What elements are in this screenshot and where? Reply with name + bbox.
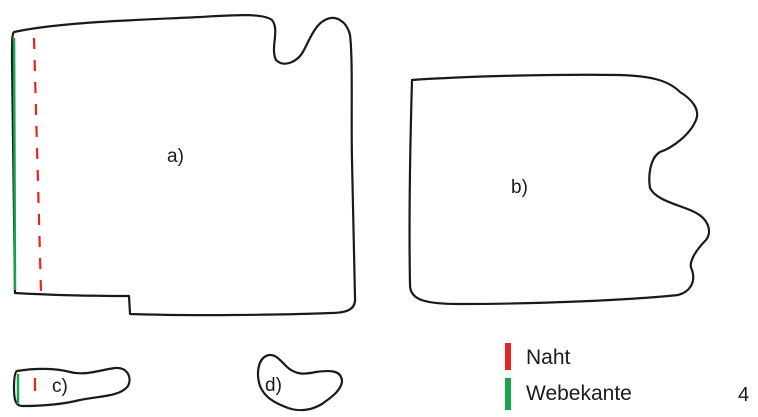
fragment-d-label: d): [265, 375, 282, 396]
fragment-b: b): [410, 75, 709, 304]
fragment-a-selvedge-line: [14, 38, 15, 290]
fragment-b-label: b): [511, 177, 528, 198]
fragment-d: d): [258, 355, 342, 410]
page-number: 4: [738, 384, 749, 406]
legend: Naht Webekante: [505, 343, 632, 410]
legend-seam-label: Naht: [526, 346, 571, 369]
legend-seam-swatch: [505, 343, 511, 370]
legend-selvedge-swatch: [505, 378, 511, 410]
fragment-a-label: a): [167, 146, 184, 167]
fragment-a: a): [12, 15, 355, 315]
legend-selvedge-label: Webekante: [526, 382, 632, 405]
fragment-c: c): [14, 368, 129, 406]
fragment-c-label: c): [52, 376, 68, 397]
fragment-a-seam-line: [34, 38, 41, 292]
fragment-c-outline: [14, 368, 129, 406]
fragment-b-outline: [410, 75, 709, 304]
